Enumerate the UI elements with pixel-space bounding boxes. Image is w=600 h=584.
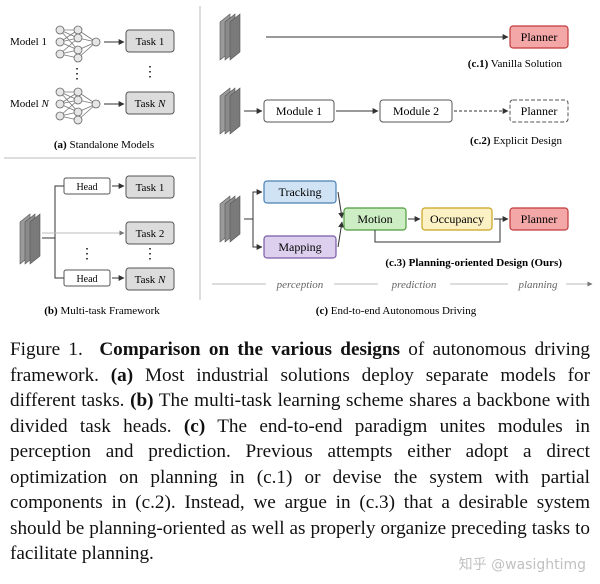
figure-label: Figure 1. (10, 339, 83, 360)
ellipsis-b-right: ⋮ (143, 247, 157, 262)
module-2-label: Module 2 (393, 104, 439, 118)
task-n-box-b (125, 267, 175, 291)
caption-sentence-4: The end-to-end paradigm unites modules i… (10, 415, 590, 565)
task-n-label-a: Task N (135, 98, 166, 110)
tracking-box (263, 180, 337, 204)
model-n-label: Model N (10, 98, 49, 110)
head-box-1 (63, 177, 111, 195)
module-1-label: Module 1 (276, 104, 322, 118)
mapping-label: Mapping (278, 240, 321, 254)
planner-box-c2 (509, 99, 569, 123)
occupancy-label: Occupancy (430, 212, 484, 226)
tracking-label: Tracking (279, 185, 322, 199)
planner-label-c3: Planner (521, 212, 558, 226)
occupancy-box (421, 207, 493, 231)
backbone-icon-c1 (219, 13, 241, 61)
head-label-n: Head (76, 274, 97, 285)
model-1-label: Model 1 (10, 36, 47, 48)
caption-sentence-3: The multi-task learning scheme shares a … (10, 390, 590, 437)
task-2-label-b: Task 2 (136, 228, 165, 240)
planner-box-c3 (509, 207, 569, 231)
panel-c1-vanilla: Planner (c.1) Vanilla Solution (219, 13, 569, 70)
caption-c-tag: (c) (183, 415, 206, 437)
caption-sentence-1: of autonomous driving framework. (10, 339, 591, 386)
planner-label-c2: Planner (521, 104, 558, 118)
panel-a-standalone-models: Model 1 Model N Task 1 ⋮ ⋮ (10, 25, 175, 151)
task-n-box-a (125, 91, 175, 115)
planner-label-c1: Planner (521, 30, 558, 44)
backbone-icon-b (19, 213, 41, 265)
task-2-box-b (125, 221, 175, 245)
task-1-box-b (125, 175, 175, 199)
watermark: 知乎 @wasightimg (458, 557, 586, 573)
stage-prediction: prediction (391, 279, 437, 291)
caption-title: Comparison on the various designs (99, 339, 400, 360)
module-1-box (263, 99, 335, 123)
caption-sentence-2: Most industrial solutions deploy separat… (10, 364, 591, 412)
mapping-box (263, 235, 337, 259)
figure-caption: Figure 1. Comparison on the various desi… (10, 337, 590, 567)
ellipsis-b-left: ⋮ (80, 247, 94, 262)
panel-c3-planning-oriented: Tracking Mapping Motion Occupancy Planne… (212, 180, 593, 317)
backbone-icon-c3 (219, 195, 241, 243)
panel-b-caption: (b) Multi-task Framework (44, 305, 160, 317)
figure-diagram: Model 1 Model N Task 1 ⋮ ⋮ (4, 6, 593, 317)
ellipsis-a-left: ⋮ (70, 67, 84, 82)
caption-b-tag: (b) (130, 390, 154, 411)
head-label-1: Head (76, 182, 97, 193)
caption-a-tag: (a) (110, 364, 134, 386)
head-box-n (63, 269, 111, 287)
c3-caption: (c.3) Planning-oriented Design (Ours) (385, 257, 562, 269)
task-n-label-b: Task N (135, 274, 166, 286)
task-1-box-a (125, 29, 175, 53)
panel-c-caption: (c) End-to-end Autonomous Driving (316, 305, 477, 317)
panel-c2-explicit: Module 1 Module 2 Planner (c.2) Explicit… (219, 87, 569, 147)
task-1-label-a: Task 1 (136, 36, 165, 48)
planner-box-c1 (509, 25, 569, 49)
c1-caption: (c.1) Vanilla Solution (468, 58, 563, 70)
panel-a-caption: (a) Standalone Models (54, 139, 154, 151)
c2-caption: (c.2) Explicit Design (470, 135, 562, 147)
stage-perception: perception (276, 279, 324, 291)
panel-b-multitask: Head Task 1 Task 2 ⋮ ⋮ Head Task N (b) M… (19, 175, 175, 317)
ellipsis-a-right: ⋮ (143, 65, 157, 80)
backbone-icon-c2 (219, 87, 241, 135)
task-1-label-b: Task 1 (136, 182, 165, 194)
stage-planning: planning (517, 279, 558, 291)
module-2-box (379, 99, 453, 123)
motion-label: Motion (357, 212, 392, 226)
